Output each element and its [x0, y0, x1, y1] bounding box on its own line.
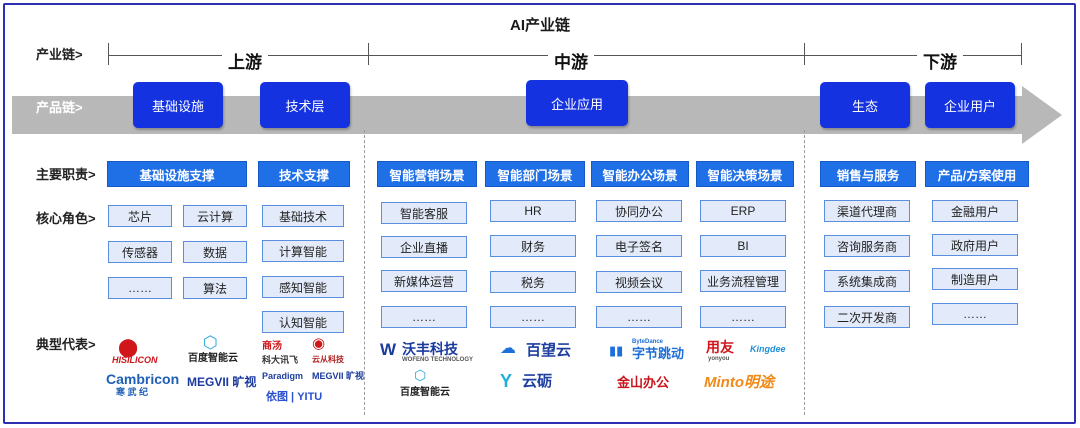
- stage-downstream: 下游: [917, 48, 963, 73]
- role-department-1: 财务: [490, 235, 576, 257]
- role-office-2: 视频会议: [596, 271, 682, 293]
- line-tick: [804, 43, 805, 65]
- layer-enterprise-user: 企业用户: [925, 82, 1015, 128]
- role-infra-data: 数据: [183, 241, 247, 263]
- role-infra-sensor: 传感器: [108, 241, 172, 263]
- role-infra-more: ……: [108, 277, 172, 299]
- yunyan-y-icon: Y: [500, 371, 513, 391]
- diagram-frame: [3, 3, 1076, 424]
- diagram-title: AI产业链: [509, 17, 570, 34]
- role-office-0: 协同办公: [596, 200, 682, 222]
- duty-infra-support: 基础设施支撑: [107, 161, 247, 187]
- stage-midstream: 中游: [548, 48, 594, 73]
- role-sales-1: 咨询服务商: [824, 235, 910, 257]
- role-decision-3: ……: [700, 306, 786, 328]
- duty-decision: 智能决策场景: [696, 161, 794, 187]
- line-tick: [368, 43, 369, 65]
- logo-megvii-2: MEGVII 旷视: [312, 371, 365, 381]
- duty-sales: 销售与服务: [820, 161, 916, 187]
- separator-mid-down: [804, 130, 805, 415]
- line-tick: [108, 43, 109, 65]
- role-decision-2: 业务流程管理: [700, 270, 786, 292]
- role-infra-cloud: 云计算: [183, 205, 247, 227]
- logo-paradigm: Paradigm: [262, 371, 304, 381]
- logo-yunzhisheng: 云从科技: [312, 355, 344, 364]
- logo-megvii: MEGVII 旷视: [187, 375, 257, 389]
- role-tech-perception: 感知智能: [262, 276, 344, 298]
- role-marketing-0: 智能客服: [381, 202, 467, 224]
- logo-yunyan: 云砺: [522, 373, 553, 390]
- logo-shangtang: 商汤: [262, 341, 282, 352]
- role-sales-0: 渠道代理商: [824, 200, 910, 222]
- duty-tech-support: 技术支撑: [258, 161, 350, 187]
- role-infra-chip: 芯片: [108, 205, 172, 227]
- separator-up-mid: [364, 130, 365, 415]
- layer-technology: 技术层: [260, 82, 350, 128]
- role-tech-cognition: 认知智能: [262, 311, 344, 333]
- logo-wofeng-en: WOFENG TECHNOLOGY: [402, 357, 473, 363]
- logo-yonyou-en: yonyou: [708, 356, 730, 362]
- bytedance-bars-icon: ▮▮: [609, 343, 624, 358]
- logo-cambricon: Cambricon: [106, 371, 180, 387]
- role-tech-computing: 计算智能: [262, 240, 344, 262]
- duty-marketing: 智能营销场景: [377, 161, 477, 187]
- label-core-roles: 核心角色>: [36, 211, 96, 226]
- label-representatives: 典型代表>: [36, 337, 96, 352]
- baiwang-cloud-icon: ☁: [500, 340, 516, 357]
- layer-infrastructure: 基础设施: [133, 82, 223, 128]
- logo-kingdee: Kingdee: [750, 344, 786, 354]
- role-department-0: HR: [490, 200, 576, 222]
- logo-bytedance: 字节跳动: [632, 346, 685, 361]
- logo-kingsoft: 金山办公: [617, 375, 670, 390]
- baidu-cloud-hex-icon: ⬡: [203, 333, 218, 352]
- role-office-3: ……: [596, 306, 682, 328]
- logo-baidu-cloud-2: 百度智能云: [400, 387, 450, 398]
- role-decision-0: ERP: [700, 200, 786, 222]
- logo-bytedance-en: ByteDance: [632, 339, 664, 345]
- logo-yonyou: 用友: [706, 339, 734, 355]
- role-decision-1: BI: [700, 235, 786, 257]
- duty-product-use: 产品/方案使用: [925, 161, 1029, 187]
- logo-hisilicon: HISILICON: [112, 355, 158, 365]
- stage-upstream: 上游: [222, 48, 268, 73]
- label-product-chain: 产品链>: [36, 100, 83, 115]
- role-tech-basic: 基础技术: [262, 205, 344, 227]
- baidu-cloud-hex-icon: ⬡: [414, 367, 427, 383]
- role-product-0: 金融用户: [932, 200, 1018, 222]
- yunzhisheng-logo-icon: ◉: [312, 335, 326, 352]
- role-marketing-1: 企业直播: [381, 236, 467, 258]
- logo-baiwang: 百望云: [526, 342, 572, 359]
- hisilicon-logo-icon: ⬤: [118, 337, 139, 357]
- role-department-3: ……: [490, 306, 576, 328]
- layer-ecosystem: 生态: [820, 82, 910, 128]
- logo-cambricon-cn: 寒 武 纪: [116, 387, 149, 397]
- wofeng-logo-icon: W: [380, 340, 397, 359]
- role-product-1: 政府用户: [932, 234, 1018, 256]
- role-product-3: ……: [932, 303, 1018, 325]
- role-product-2: 制造用户: [932, 268, 1018, 290]
- role-department-2: 税务: [490, 271, 576, 293]
- role-infra-algorithm: 算法: [183, 277, 247, 299]
- logo-iflytek: 科大讯飞: [262, 355, 299, 365]
- logo-yitu: 依图 | YITU: [266, 391, 323, 403]
- role-marketing-3: ……: [381, 306, 467, 328]
- line-tick: [1021, 43, 1022, 65]
- label-main-duties: 主要职责>: [36, 167, 96, 182]
- role-marketing-2: 新媒体运营: [381, 270, 467, 292]
- role-sales-3: 二次开发商: [824, 306, 910, 328]
- duty-department: 智能部门场景: [485, 161, 585, 187]
- logo-mingtu: Minto明途: [704, 374, 774, 391]
- logo-baidu-cloud: 百度智能云: [188, 353, 238, 364]
- label-industry-chain: 产业链>: [36, 47, 83, 62]
- duty-office: 智能办公场景: [591, 161, 689, 187]
- logo-wofeng: 沃丰科技: [402, 341, 458, 357]
- layer-enterprise-app: 企业应用: [526, 80, 628, 126]
- role-office-1: 电子签名: [596, 235, 682, 257]
- role-sales-2: 系统集成商: [824, 270, 910, 292]
